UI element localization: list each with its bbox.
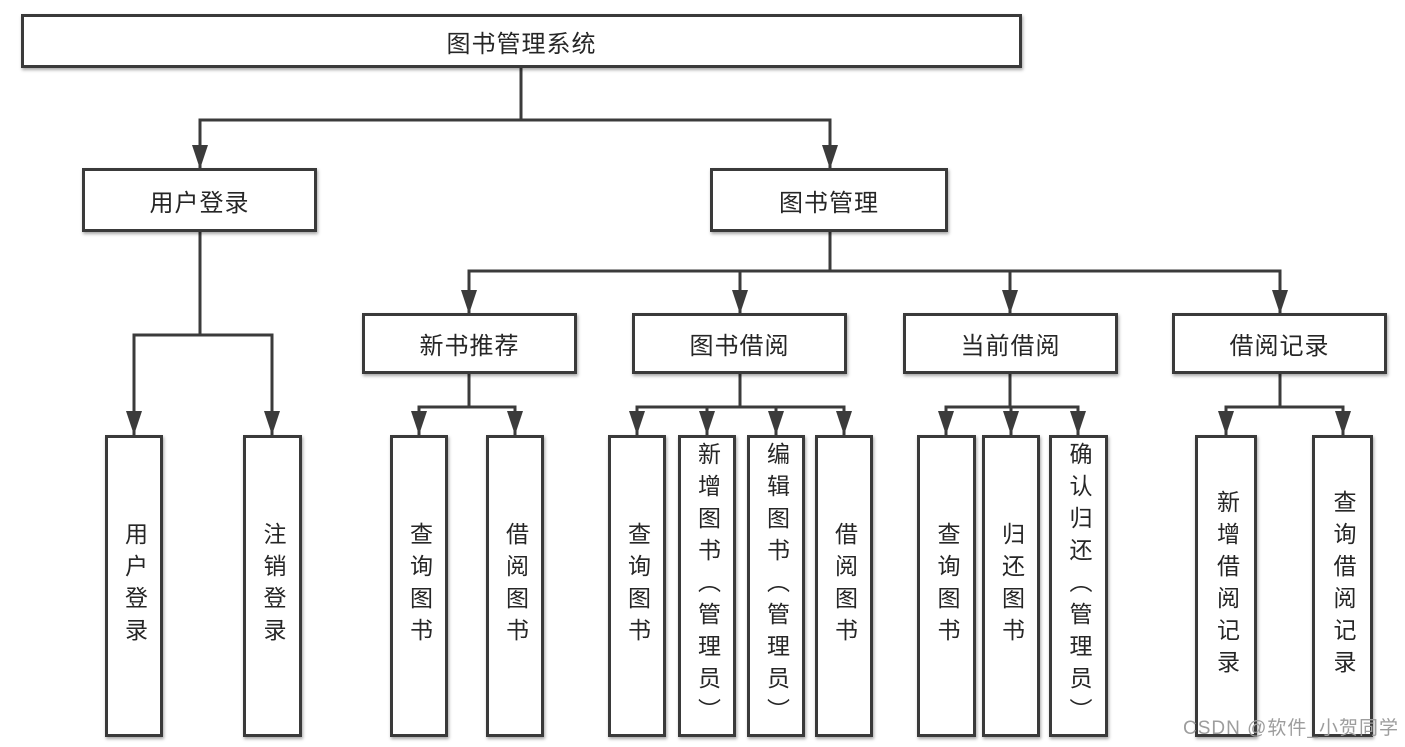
watermark: CSDN @软件_小贺同学 <box>1183 718 1399 739</box>
leaf-confirm-return-admin: 确认归还（管理员） <box>1049 435 1108 737</box>
leaf-edit-books-admin: 编辑图书（管理员） <box>747 435 805 737</box>
leaf-user-login: 用户登录 <box>105 435 163 737</box>
connector-borrow-records-children <box>1218 372 1351 436</box>
connector-book-management-children <box>461 230 1288 315</box>
node-library-management-system: 图书管理系统 <box>21 14 1022 68</box>
connector-user-login-children <box>126 230 280 436</box>
connector-book-borrow-children <box>629 372 852 436</box>
connector-current-borrow-children <box>938 372 1086 436</box>
leaf-query-books-current: 查询图书 <box>917 435 976 737</box>
connector-new-book-recommend-children <box>411 372 523 436</box>
leaf-add-borrow-record: 新增借阅记录 <box>1195 435 1257 737</box>
leaf-add-books-admin: 新增图书（管理员） <box>678 435 736 737</box>
leaf-logout-login: 注销登录 <box>243 435 302 737</box>
node-current-borrow: 当前借阅 <box>903 313 1118 374</box>
node-book-borrow: 图书借阅 <box>632 313 847 374</box>
leaf-query-books-recommend: 查询图书 <box>390 435 448 737</box>
node-user-login: 用户登录 <box>82 168 317 232</box>
node-borrow-records: 借阅记录 <box>1172 313 1387 374</box>
node-new-book-recommend: 新书推荐 <box>362 313 577 374</box>
node-book-management: 图书管理 <box>710 168 948 232</box>
leaf-borrow-books: 借阅图书 <box>815 435 873 737</box>
leaf-borrow-books-recommend: 借阅图书 <box>486 435 544 737</box>
leaf-return-books: 归还图书 <box>982 435 1040 737</box>
leaf-query-books-borrow: 查询图书 <box>608 435 666 737</box>
leaf-query-borrow-record: 查询借阅记录 <box>1312 435 1373 737</box>
connector-root-to-level2 <box>192 66 838 170</box>
